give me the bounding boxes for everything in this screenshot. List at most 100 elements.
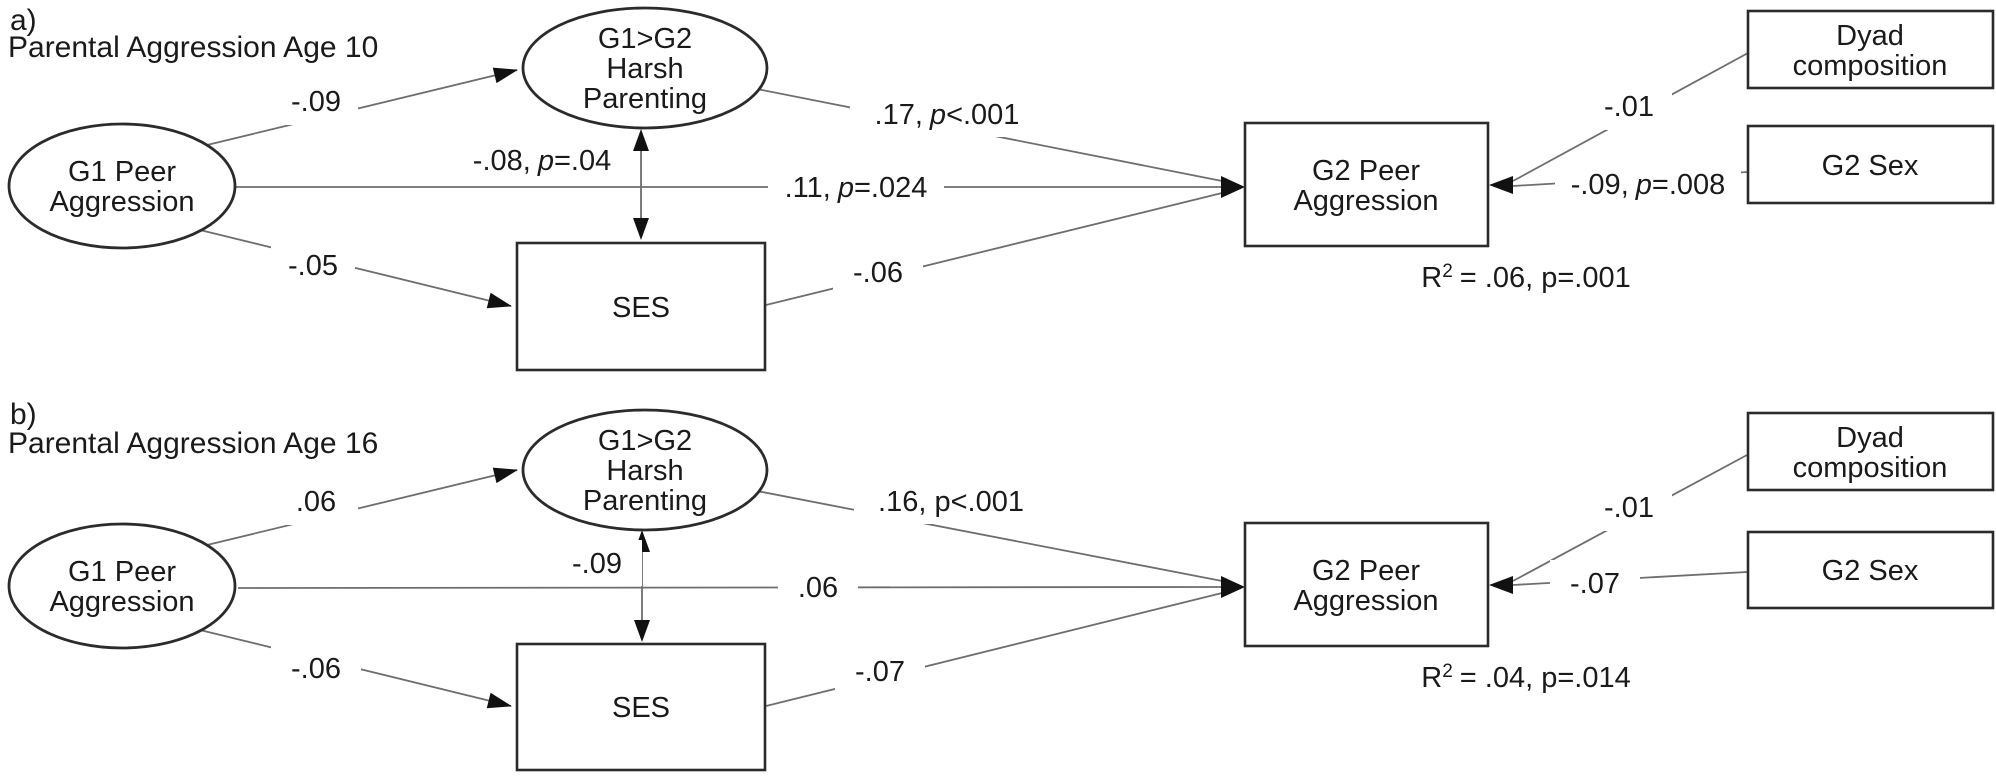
node-a-g2-sex <box>1746 124 1995 205</box>
node-a-g2-line1: G2 Peer <box>1312 155 1420 187</box>
coef-bg <box>1586 483 1672 531</box>
node-b-harsh-line3: Parenting <box>583 485 707 517</box>
coef-b-covariance: -.09 <box>552 540 642 586</box>
coef-bg <box>274 477 358 525</box>
coef-text: -.01 <box>1604 492 1654 524</box>
coef-b-harsh-g2: .16, p<.001 <box>854 478 1048 524</box>
panel-b-label: b) <box>10 398 37 431</box>
node-a-harsh-line2: Harsh <box>606 53 683 85</box>
node-b-dyad-line2: composition <box>1793 452 1948 484</box>
node-b-ses-label: SES <box>612 692 670 724</box>
node-a-dyad-composition <box>1746 9 1995 90</box>
coef-text: .16, p<.001 <box>878 486 1024 518</box>
panel-b-subtitle: Parental Aggression Age 16 <box>8 427 378 460</box>
coef-text: .11,p=.024 <box>785 172 928 204</box>
r2-b: R2= .04, p=.014 <box>1421 661 1630 694</box>
path-b-harsh-to-g2 <box>756 490 1223 582</box>
coef-a-dyad: -.01 <box>1586 82 1672 130</box>
node-b-g1-line1: G1 Peer <box>68 556 176 588</box>
node-b-g2-peer-aggression <box>1243 521 1490 648</box>
coef-b-g1-harsh: .06 <box>274 477 358 525</box>
coef-b-sex: -.07 <box>1550 560 1640 606</box>
coef-text: -.08,p=.04 <box>473 145 611 177</box>
coef-text: -.06 <box>853 257 903 289</box>
node-a-harsh-parenting <box>521 6 769 130</box>
coef-b-dyad: -.01 <box>1586 483 1672 531</box>
coef-b-ses-g2: -.07 <box>835 647 925 695</box>
node-b-dyad-line1: Dyad <box>1836 422 1904 454</box>
coef-text: -.09 <box>572 548 622 580</box>
arrowhead-a-g2-right-icon <box>1489 176 1513 194</box>
coef-bg <box>274 77 358 125</box>
arrowhead-b-cov-down-icon <box>634 620 650 642</box>
arrowhead-a-cov-down-icon <box>633 218 649 240</box>
coef-bg <box>1555 162 1741 206</box>
coef-text: -.07 <box>1570 568 1620 600</box>
node-b-harsh-line1: G1>G2 <box>598 425 692 457</box>
r2-a: R2= .06, p=.001 <box>1421 261 1630 294</box>
coef-text: -.05 <box>288 250 338 282</box>
coef-text: .17,p<.001 <box>875 99 1020 131</box>
coef-bg <box>462 138 622 182</box>
coef-a-harsh-g2: .17,p<.001 <box>850 91 1044 137</box>
node-b-g2-line2: Aggression <box>1293 585 1438 617</box>
path-b-g1-to-harsh <box>206 467 518 546</box>
coef-bg <box>1550 560 1640 606</box>
coef-a-ses-g2: -.06 <box>833 248 923 296</box>
coef-bg <box>271 644 361 692</box>
panel-b: b) Parental Aggression Age 16 .06 -.09 .… <box>7 398 1995 772</box>
node-b-g1-line2: Aggression <box>49 586 194 618</box>
panel-a-label: a) <box>10 4 37 37</box>
node-a-g2-peer-aggression <box>1243 121 1490 248</box>
node-b-sex-label: G2 Sex <box>1822 555 1919 587</box>
node-a-harsh-line1: G1>G2 <box>598 23 692 55</box>
node-b-harsh-parenting <box>521 408 769 532</box>
node-b-g1-peer-aggression <box>7 522 237 650</box>
coef-a-covariance: -.08,p=.04 <box>462 138 622 182</box>
arrowhead-b-g2-left-icon <box>1221 576 1245 598</box>
coef-text: -.06 <box>291 653 341 685</box>
coef-a-sex: -.09,p=.008 <box>1555 162 1741 206</box>
node-a-g2-line2: Aggression <box>1293 185 1438 217</box>
node-a-sex-label: G2 Sex <box>1822 150 1919 182</box>
coef-bg <box>854 478 1048 524</box>
coef-bg <box>835 647 925 695</box>
coef-b-direct: .06 <box>778 564 858 610</box>
node-a-dyad-line2: composition <box>1793 50 1948 82</box>
node-b-ses <box>515 642 767 772</box>
coef-bg <box>552 540 642 586</box>
coef-bg <box>1586 82 1672 130</box>
node-b-dyad-composition <box>1746 411 1995 492</box>
coef-text: -.07 <box>855 656 905 688</box>
path-a-g1-to-ses <box>199 229 512 309</box>
node-a-harsh-line3: Parenting <box>583 83 707 115</box>
node-a-g1-line1: G1 Peer <box>68 156 176 188</box>
node-b-g2-sex <box>1746 530 1995 610</box>
coef-text: -.09 <box>291 86 341 118</box>
coef-bg <box>850 91 1044 137</box>
coef-a-g1-harsh: -.09 <box>274 77 358 125</box>
node-a-g1-peer-aggression <box>7 122 237 250</box>
panel-a-subtitle: Parental Aggression Age 10 <box>8 31 378 64</box>
coef-text: .06 <box>296 486 336 518</box>
node-b-g2-line1: G2 Peer <box>1312 555 1420 587</box>
node-a-g1-line2: Aggression <box>49 186 194 218</box>
node-b-harsh-line2: Harsh <box>606 455 683 487</box>
node-a-ses <box>515 241 767 372</box>
path-a-g1-to-harsh <box>206 67 518 146</box>
coef-text: -.09,p=.008 <box>1571 169 1726 201</box>
arrowhead-a-cov-up-icon <box>633 129 649 151</box>
coef-bg <box>768 164 944 210</box>
arrowhead-a-g2-left-icon <box>1221 176 1245 198</box>
coef-text: -.01 <box>1604 91 1654 123</box>
coef-a-g1-ses: -.05 <box>271 241 355 289</box>
coef-bg <box>778 564 858 610</box>
node-a-dyad-line1: Dyad <box>1836 20 1904 52</box>
coef-text: .06 <box>798 572 838 604</box>
coef-bg <box>271 241 355 289</box>
coef-a-direct: .11,p=.024 <box>768 164 944 210</box>
node-a-ses-label: SES <box>612 292 670 324</box>
coef-bg <box>833 248 923 296</box>
